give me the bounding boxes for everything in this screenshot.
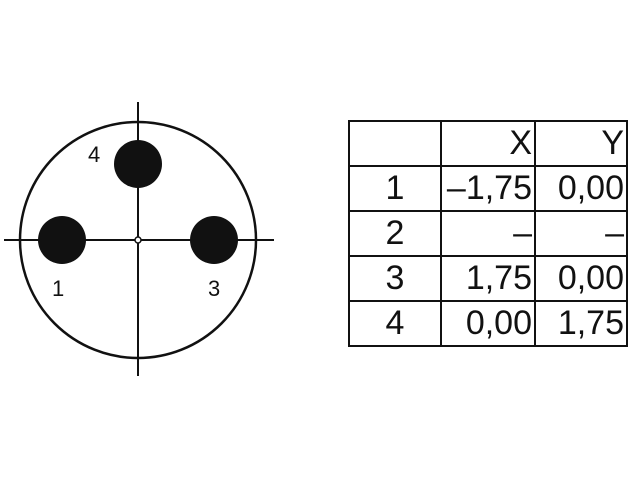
- pin-coordinate-table: X Y 1 –1,75 0,00 2 – – 3 1,75 0,00 4 0,0…: [348, 120, 628, 347]
- y-value-cell: 0,00: [534, 255, 628, 302]
- table-row: 1 –1,75 0,00: [348, 165, 628, 212]
- header-cell-y: Y: [534, 120, 628, 167]
- header-cell-x: X: [440, 120, 536, 167]
- y-value-cell: –: [534, 210, 628, 257]
- pin-3: [190, 216, 238, 264]
- x-value-cell: –1,75: [440, 165, 536, 212]
- pin-number-cell: 4: [348, 300, 442, 347]
- x-value-cell: –: [440, 210, 536, 257]
- pin-number-cell: 1: [348, 165, 442, 212]
- y-value-cell: 0,00: [534, 165, 628, 212]
- pin-1-label: 1: [52, 276, 64, 301]
- table-row: 2 – –: [348, 210, 628, 257]
- pin-number-cell: 3: [348, 255, 442, 302]
- pin-1: [38, 216, 86, 264]
- pin-number-cell: 2: [348, 210, 442, 257]
- table-row: 3 1,75 0,00: [348, 255, 628, 302]
- y-value-cell: 1,75: [534, 300, 628, 347]
- pin-3-label: 3: [208, 276, 220, 301]
- x-value-cell: 0,00: [440, 300, 536, 347]
- header-cell-pin: [348, 120, 442, 167]
- x-value-cell: 1,75: [440, 255, 536, 302]
- pin-4: [114, 140, 162, 188]
- table-row: 4 0,00 1,75: [348, 300, 628, 347]
- pin-4-label: 4: [88, 142, 100, 167]
- table-header-row: X Y: [348, 120, 628, 167]
- center-mark: [134, 236, 142, 244]
